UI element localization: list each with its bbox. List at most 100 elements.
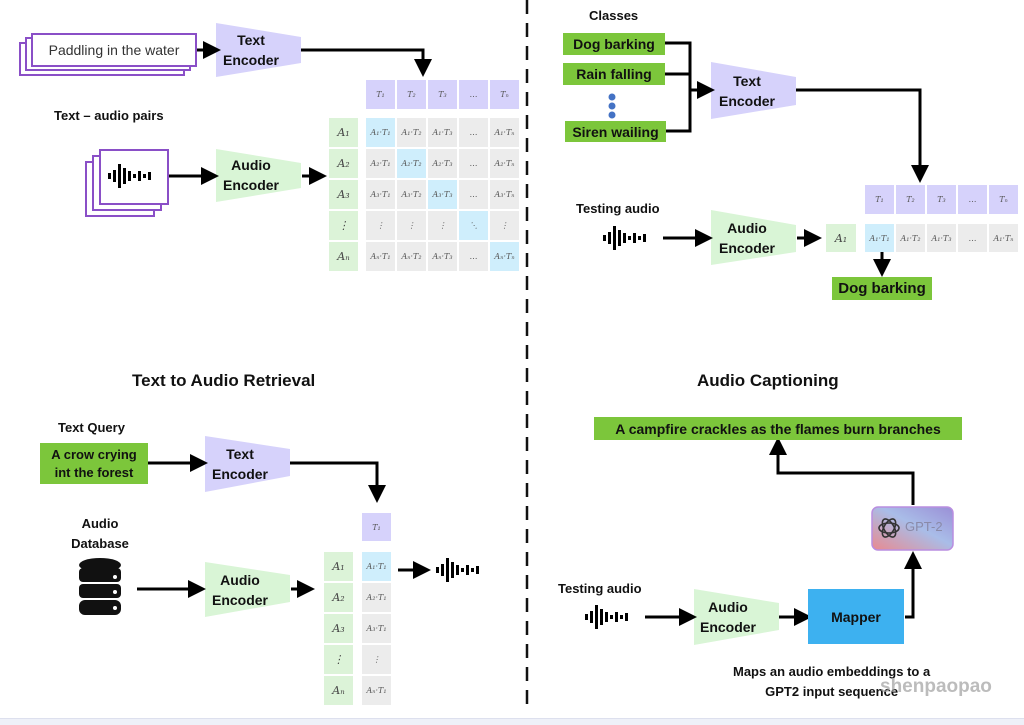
ret-cell: ⋮ [362, 645, 391, 674]
row-header: ⋮ [329, 211, 358, 240]
ellipsis-dot [608, 102, 616, 110]
matrix-cell: ⋮ [366, 211, 395, 240]
matrix-cell: ⋮ [428, 211, 457, 240]
matrix-cell: A₁·Tₙ [490, 118, 519, 147]
ret-row-header: ⋮ [324, 645, 353, 674]
matrix-cell: Aₙ·T₂ [397, 242, 426, 271]
cap-audio-encoder-shape [694, 589, 779, 645]
ret-row-header: A₃ [324, 614, 353, 643]
matrix-cell: Aₙ·T₃ [428, 242, 457, 271]
text-encoder-label: Text Encoder [222, 32, 279, 68]
matrix-cell: A₁·T₁ [366, 118, 395, 147]
col-header: T₁ [366, 80, 395, 109]
classes-label: Classes [589, 8, 639, 23]
col-header: T₂ [397, 80, 426, 109]
cls-text-encoder-label: Text Encoder [718, 73, 775, 109]
cap-waveform-icon [585, 605, 628, 629]
row-header: A₁ [329, 118, 358, 147]
caption-card: Paddling in the water [31, 33, 197, 67]
database-label: Audio Database [71, 516, 129, 551]
class-bracket-lines [665, 41, 692, 133]
ret-result-waveform-icon [436, 558, 479, 582]
pairs-label: Text – audio pairs [54, 108, 164, 123]
ellipsis-dot [608, 111, 616, 119]
bottom-bar [0, 718, 1024, 725]
class-item: Rain falling [563, 63, 665, 85]
matrix-cell: A₂·Tₙ [490, 149, 519, 178]
matrix-cell: … [459, 149, 488, 178]
ret-audio-encoder-label: Audio Encoder [211, 572, 268, 608]
matrix-cell: Aₙ·Tₙ [490, 242, 519, 271]
gpt2-box [871, 506, 954, 551]
ret-cell: A₁·T₁ [362, 552, 391, 581]
row-header: Aₙ [329, 242, 358, 271]
matrix-cell: A₁·T₃ [428, 118, 457, 147]
arrow-mapper-to-gpt [904, 551, 922, 619]
openai-logo-icon [878, 518, 900, 538]
retrieval-title: Text to Audio Retrieval [132, 371, 316, 390]
row-header: A₃ [329, 180, 358, 209]
matrix-cell: … [459, 118, 488, 147]
cls-cell: A₁·T₂ [896, 224, 925, 252]
cls-cell: A₁·Tₙ [989, 224, 1018, 252]
audio-encoder-label: Audio Encoder [222, 157, 279, 193]
ret-cell: Aₙ·T₁ [362, 676, 391, 705]
cls-cell: … [958, 224, 987, 252]
cls-audio-encoder-label: Audio Encoder [718, 220, 775, 256]
caption-text: Paddling in the water [48, 42, 180, 58]
query-label: Text Query [58, 420, 125, 435]
cls-row-header: A₁ [826, 224, 856, 252]
matrix-cell: ⋮ [490, 211, 519, 240]
mapper-box: Mapper [808, 589, 904, 644]
caption-output: A campfire crackles as the flames burn b… [594, 417, 962, 440]
gpt2-label: GPT-2 [905, 519, 943, 534]
matrix-cell: A₂·T₂ [397, 149, 426, 178]
cls-testing-audio-label: Testing audio [576, 201, 660, 216]
watermark: shenpaopao [880, 676, 992, 697]
ret-row-header: Aₙ [324, 676, 353, 705]
cls-col-header: T₃ [927, 185, 956, 214]
arrow-ret-text-encoder-to-column [290, 461, 386, 503]
cls-cell: A₁·T₃ [927, 224, 956, 252]
row-header: A₂ [329, 149, 358, 178]
cls-waveform-icon [603, 226, 646, 250]
matrix-cell: A₂·T₃ [428, 149, 457, 178]
matrix-cell: ⋱ [459, 211, 488, 240]
ret-text-encoder-shape [205, 436, 290, 492]
ret-row-header: A₁ [324, 552, 353, 581]
arrow-gpt-to-caption [769, 437, 915, 505]
col-header: … [459, 80, 488, 109]
database-icon [79, 558, 121, 615]
cap-audio-encoder-label: Audio Encoder [699, 599, 756, 635]
matrix-cell: … [459, 242, 488, 271]
text-encoder-shape [216, 23, 301, 77]
col-header: Tₙ [490, 80, 519, 109]
captioning-title: Audio Captioning [697, 371, 839, 390]
cls-col-header: Tₙ [989, 185, 1018, 214]
cls-audio-encoder-shape [711, 210, 796, 265]
matrix-cell: A₁·T₂ [397, 118, 426, 147]
matrix-cell: Aₙ·T₁ [366, 242, 395, 271]
cls-col-header: T₁ [865, 185, 894, 214]
cls-cell: A₁·T₁ [865, 224, 894, 252]
class-item: Dog barking [563, 33, 665, 55]
ellipsis-dot [608, 93, 616, 101]
matrix-cell: A₃·T₂ [397, 180, 426, 209]
ret-col-header: T₁ [362, 513, 391, 541]
ret-text-encoder-label: Text Encoder [211, 446, 268, 482]
class-item: Siren wailing [565, 121, 666, 142]
cls-col-header: … [958, 185, 987, 214]
cls-col-header: T₂ [896, 185, 925, 214]
col-header: T₃ [428, 80, 457, 109]
arrow-cls-text-encoder-to-matrix [796, 88, 929, 183]
cls-text-encoder-shape [711, 62, 796, 119]
cap-testing-audio-label: Testing audio [558, 581, 642, 596]
matrix-cell: ⋮ [397, 211, 426, 240]
mapper-note: Maps an audio embeddings to a GPT2 input… [733, 664, 931, 699]
ret-row-header: A₂ [324, 583, 353, 612]
audio-encoder-shape [216, 149, 301, 202]
matrix-cell: A₃·T₃ [428, 180, 457, 209]
arrow-text-encoder-to-matrix [301, 48, 432, 77]
mapper-label: Mapper [831, 608, 881, 625]
audio-file-stack-icon [85, 149, 169, 217]
